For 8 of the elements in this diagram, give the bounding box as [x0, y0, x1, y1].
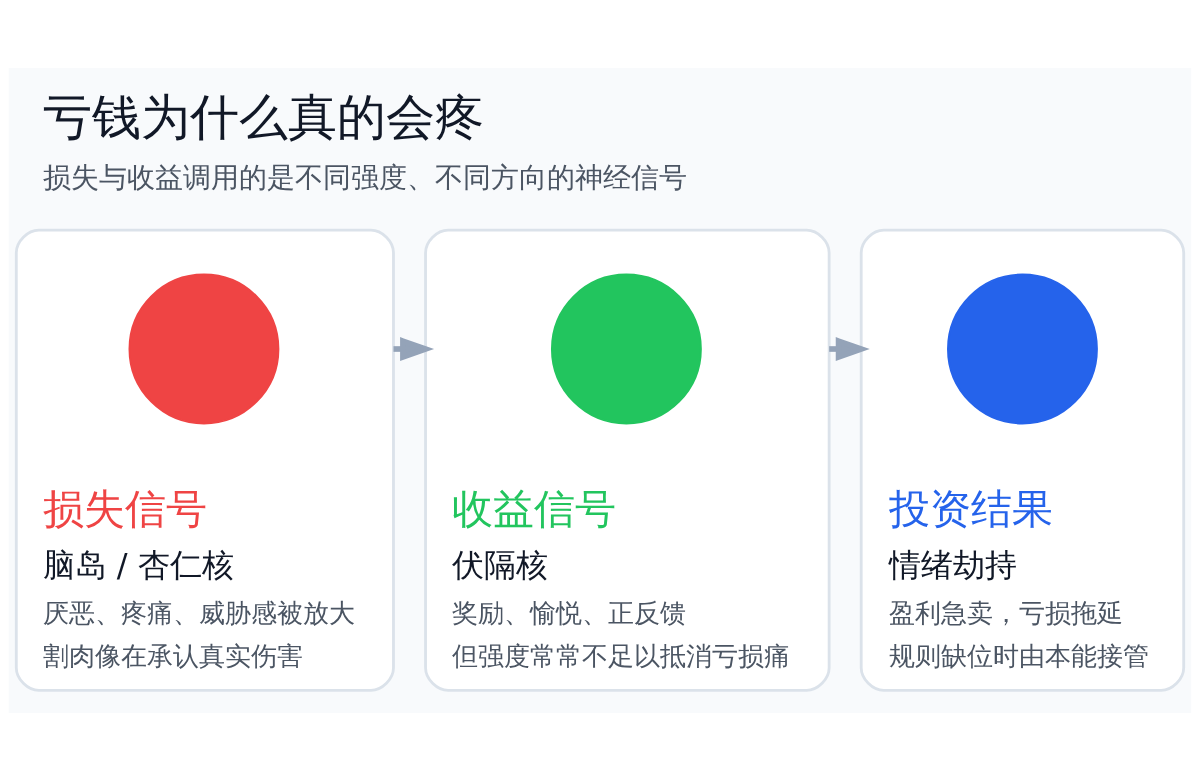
node-circle: [947, 273, 1098, 424]
node-circle: [128, 273, 280, 424]
cluster: 投资结果 情绪劫持 盈利急卖，亏损拖延 规则缺位时由本能接管: [859, 228, 1186, 692]
node-circle: [550, 273, 702, 424]
cluster: 损失信号 脑岛 / 杏仁核 厌恶、疼痛、威胁感被放大 割肉像在承认真实伤害: [14, 228, 395, 692]
diagram-title: 亏钱为什么真的会疼: [42, 87, 484, 146]
caption: 损失与收益调用的是不同强度、不同方向的神经信号: [42, 160, 687, 194]
cluster: 收益信号 伏隔核 奖励、愉悦、正反馈 但强度常常不足以抵消亏损痛: [424, 228, 831, 692]
